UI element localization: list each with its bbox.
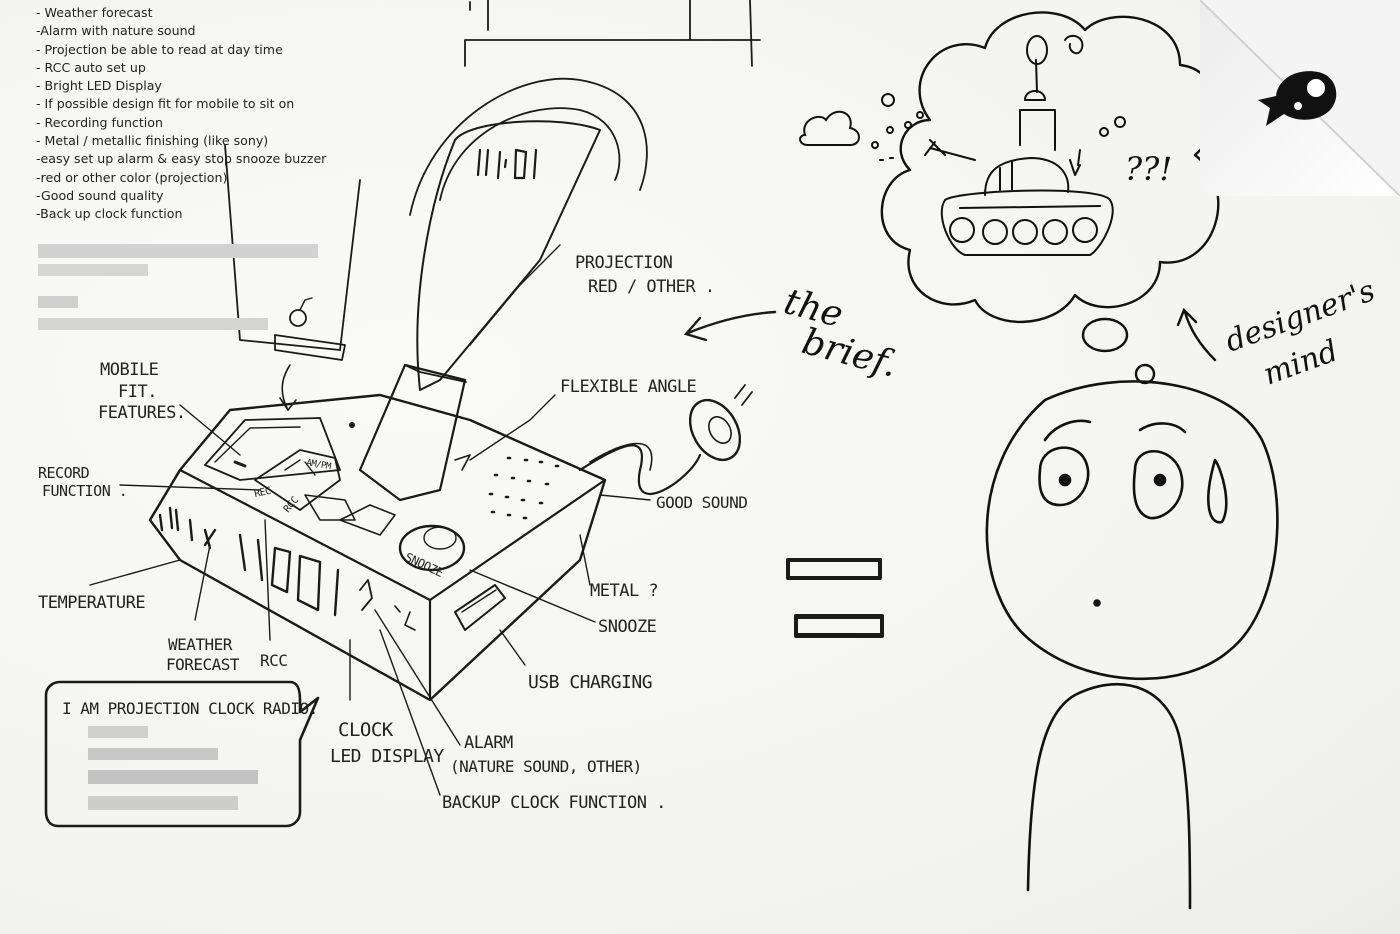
confused-marks: ??! xyxy=(1125,150,1172,188)
brief-item: - RCC auto set up xyxy=(36,59,146,75)
snooze-button-label: SNOOZE xyxy=(403,550,446,580)
function-label: FUNCTION . xyxy=(42,482,127,500)
projection-label: PROJECTION xyxy=(575,253,673,273)
brief-item: - If possible design fit for mobile to s… xyxy=(36,96,295,112)
brief-requirements-list: - Weather forecast -Alarm with nature so… xyxy=(36,4,326,224)
temperature-label: TEMPERATURE xyxy=(38,593,145,613)
corner-logo-badge[interactable] xyxy=(1200,0,1400,196)
thought-cloud xyxy=(880,11,1220,385)
mobile-label: MOBILE xyxy=(100,360,159,380)
usb-charging-label: USB CHARGING xyxy=(528,672,652,693)
good-sound-label: GOOD SOUND xyxy=(656,493,747,512)
brief-item: -Back up clock function xyxy=(36,206,183,222)
brief-item: - Bright LED Display xyxy=(36,78,162,94)
speech-bubble-text: I AM PROJECTION CLOCK RADIO. xyxy=(62,699,318,718)
weather-label: WEATHER xyxy=(168,635,233,654)
projection-color-label: RED / OTHER . xyxy=(588,277,715,297)
brief-item: -Alarm with nature sound xyxy=(36,23,196,39)
smoke-puffs xyxy=(799,93,924,161)
rec-button-label: REC xyxy=(253,486,272,500)
redacted-text xyxy=(38,244,318,810)
am-pm-label: AM/PM xyxy=(305,458,332,472)
brief-item: - Projection be able to read at day time xyxy=(36,41,283,57)
fish-logo-icon xyxy=(1258,71,1337,126)
brief-arrow xyxy=(683,310,777,342)
features-label: FEATURES. xyxy=(98,403,186,423)
rcc-label: RCC xyxy=(260,651,287,670)
brief-item: - Recording function xyxy=(36,114,163,130)
brief-item: -easy set up alarm & easy stop snooze bu… xyxy=(36,151,327,167)
brief-item: -Good sound quality xyxy=(36,187,164,203)
brief-label: brief. xyxy=(798,321,902,386)
alarm-detail-label: (NATURE SOUND, OTHER) xyxy=(450,757,642,776)
led-display-label: LED DISPLAY xyxy=(330,746,444,767)
brief-item: - Weather forecast xyxy=(36,5,153,20)
tank-doodle xyxy=(924,34,1126,256)
worried-designer-figure xyxy=(985,380,1279,910)
record-label: RECORD xyxy=(38,464,90,482)
mind-arrow xyxy=(1176,307,1217,362)
equals-sign xyxy=(786,558,884,638)
backup-clock-label: BACKUP CLOCK FUNCTION . xyxy=(442,793,666,813)
rcc-button-label: RCC xyxy=(282,495,301,515)
clock-label: CLOCK xyxy=(338,719,394,741)
flexible-angle-label: FLEXIBLE ANGLE xyxy=(560,377,697,397)
alarm-label: ALARM xyxy=(464,733,513,753)
brief-item: - Metal / metallic finishing (like sony) xyxy=(36,133,269,149)
snooze-label: SNOOZE xyxy=(598,617,657,637)
clock-radio-sketch xyxy=(44,0,761,828)
fit-label: FIT. xyxy=(118,382,157,402)
brief-item: -red or other color (projection) xyxy=(36,169,228,185)
forecast-label: FORECAST xyxy=(166,655,240,674)
metal-label: METAL ? xyxy=(590,581,658,601)
